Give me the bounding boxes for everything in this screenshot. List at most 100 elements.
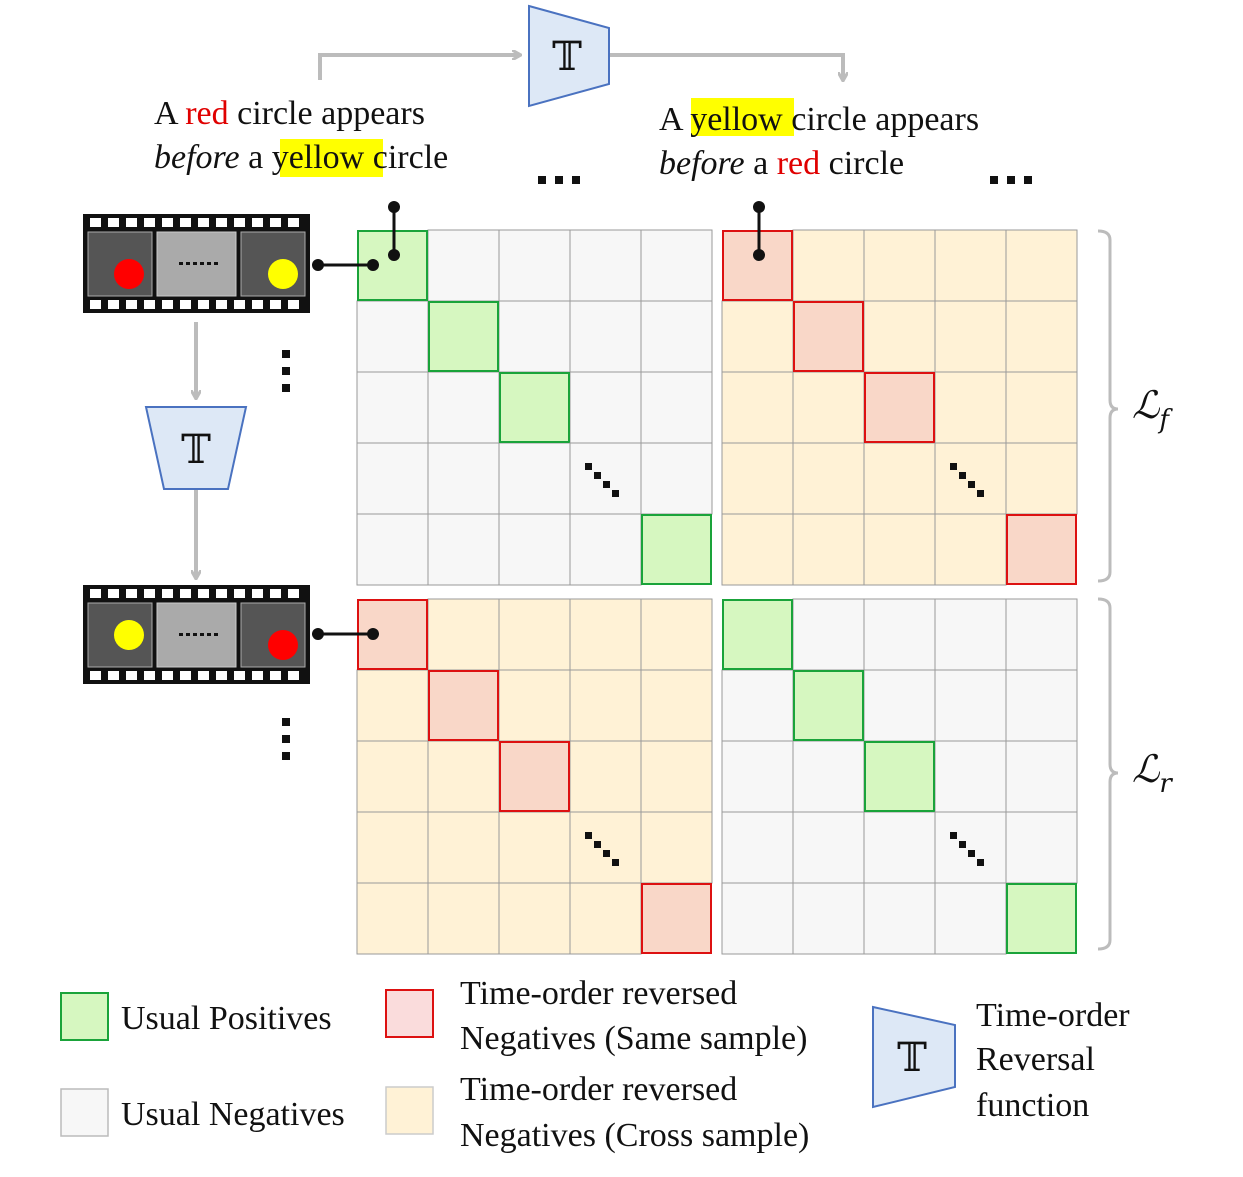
- matrix-cell: [427, 811, 500, 884]
- loss-forward-label: ℒf: [1132, 383, 1173, 435]
- matrix-cell: [1005, 442, 1078, 515]
- matrix-cell: [569, 811, 642, 884]
- matrix-cell: [498, 882, 571, 955]
- legend-usual-positive-swatch: [60, 992, 109, 1041]
- red-circle-icon: [114, 259, 144, 289]
- matrix-cell: [640, 669, 713, 742]
- matrix-cell: [569, 513, 642, 586]
- caption-left-l1-c: circle appears: [229, 95, 425, 132]
- matrix-cell: [721, 882, 794, 955]
- matrix-cell: [1005, 811, 1078, 884]
- matrix-diagonal-cell: [1006, 883, 1077, 954]
- matrix-cell: [721, 740, 794, 813]
- matrix-cell: [863, 598, 936, 671]
- matrix-cell: [1005, 669, 1078, 742]
- matrix-diagonal-cell: [499, 741, 570, 812]
- ellipsis-vertical-lower: [282, 718, 290, 760]
- matrix-cell: [498, 300, 571, 373]
- matrix-cell: [863, 442, 936, 515]
- matrix-cell: [934, 442, 1007, 515]
- legend-reversal-symbol: 𝕋: [897, 1035, 927, 1081]
- caption-left-l1-a: A: [154, 95, 185, 132]
- top-flow: 𝕋: [318, 4, 843, 108]
- matrix-cell: [356, 669, 429, 742]
- matrix-cell: [1005, 598, 1078, 671]
- matrix-diagonal-cell: [864, 372, 935, 443]
- matrix-cell: [1005, 229, 1078, 302]
- caption-right-l2-a: a: [745, 145, 777, 182]
- matrix-cell: [863, 811, 936, 884]
- legend-usual-negative-swatch: [60, 1088, 109, 1137]
- matrix-forward-reversed: [721, 229, 1078, 586]
- diagonal-ellipsis: [585, 463, 619, 497]
- loss-reverse-label: ℒr: [1132, 747, 1173, 799]
- svg-text:A red circle appears: A red circle appears: [154, 95, 425, 132]
- matrix-cell: [863, 300, 936, 373]
- matrix-cell: [792, 740, 865, 813]
- ellipsis-vertical-upper: [282, 350, 290, 392]
- matrix-diagonal-cell: [1006, 514, 1077, 585]
- matrix-cell: [640, 740, 713, 813]
- red-circle-icon: [268, 630, 298, 660]
- matrix-cell: [934, 371, 1007, 444]
- matrix-cell: [934, 811, 1007, 884]
- left-flow: 𝕋: [144, 322, 248, 578]
- legend-cross-sample-label-2: Negatives (Cross sample): [460, 1117, 809, 1154]
- matrix-cell: [427, 442, 500, 515]
- film-strip-forward: [83, 214, 310, 313]
- film-middle-dots: [179, 262, 218, 265]
- matrix-diagonal-cell: [793, 301, 864, 372]
- caption-right-highlight: [691, 98, 794, 136]
- matrix-cell: [721, 300, 794, 373]
- matrix-cell: [934, 598, 1007, 671]
- matrix-cell: [640, 442, 713, 515]
- matrix-cell: [792, 598, 865, 671]
- matrix-cell: [640, 371, 713, 444]
- caption-left-l2-yellow: yellow: [272, 139, 365, 176]
- matrix-cell: [721, 442, 794, 515]
- matrix-cell: [569, 598, 642, 671]
- similarity-matrices: [356, 229, 1078, 955]
- matrix-cell: [721, 811, 794, 884]
- matrix-diagonal-cell: [499, 372, 570, 443]
- legend-cross-sample-swatch: [385, 1086, 434, 1135]
- matrix-cell: [934, 300, 1007, 373]
- matrix-cell: [427, 371, 500, 444]
- matrix-cell: [427, 882, 500, 955]
- matrix-cell: [934, 229, 1007, 302]
- matrix-diagonal-cell: [722, 599, 793, 670]
- film-sprockets-top: [90, 589, 299, 598]
- matrix-cell: [498, 513, 571, 586]
- diagonal-ellipsis: [950, 463, 984, 497]
- legend-usual-negative-label: Usual Negatives: [121, 1096, 345, 1133]
- matrix-cell: [792, 442, 865, 515]
- matrix-cell: [640, 598, 713, 671]
- matrix-cell: [356, 811, 429, 884]
- matrix-cell: [640, 229, 713, 302]
- matrix-cell: [721, 371, 794, 444]
- top-reversal-symbol: 𝕋: [552, 34, 582, 80]
- svg-text:A yellow circle appears: A yellow circle appears: [659, 101, 979, 138]
- legend-same-sample-label-2: Negatives (Same sample): [460, 1020, 807, 1057]
- diagonal-ellipsis: [585, 832, 619, 866]
- caption-right-l1-c: circle appears: [783, 101, 979, 138]
- matrix-cell: [356, 442, 429, 515]
- svg-text:before a yellow circle: before a yellow circle: [154, 139, 448, 176]
- film-sprockets-bottom: [90, 300, 299, 309]
- caption-left-highlight: [280, 139, 383, 177]
- caption-left: A red circle appears before a yellow cir…: [154, 95, 448, 177]
- matrix-cell: [498, 811, 571, 884]
- left-reversal-function-icon: 𝕋: [144, 406, 248, 490]
- ellipsis-top-right: [990, 176, 1032, 184]
- legend-same-sample-label-1: Time-order reversed: [460, 975, 737, 1012]
- matrix-reversed-reversed: [356, 598, 713, 955]
- caption-left-l2-circle: circle: [364, 139, 448, 176]
- matrix-cell: [569, 229, 642, 302]
- matrix-cell: [792, 229, 865, 302]
- matrix-cell: [934, 740, 1007, 813]
- matrix-cell: [640, 811, 713, 884]
- matrix-cell: [934, 513, 1007, 586]
- svg-text:before a red circle: before a red circle: [659, 145, 904, 182]
- matrix-cell: [569, 669, 642, 742]
